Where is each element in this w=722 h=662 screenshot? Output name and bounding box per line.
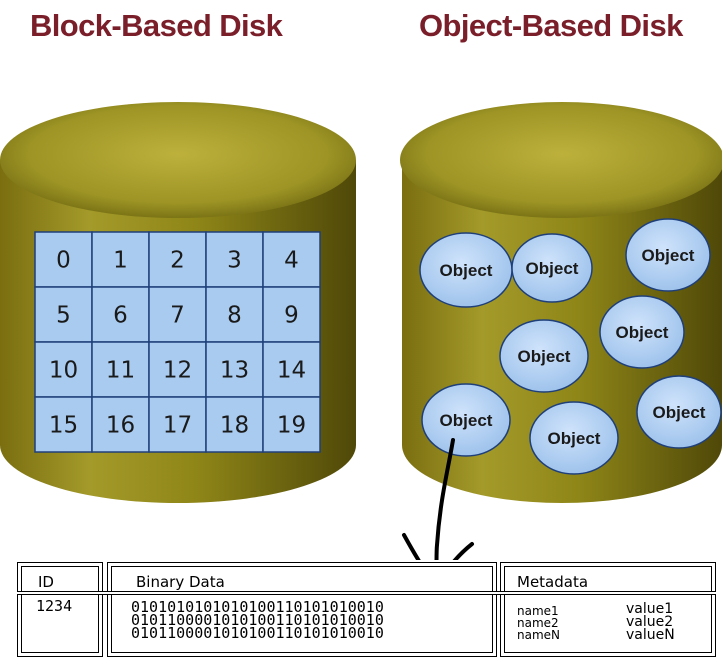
block-cell [148,286,207,343]
object-id-value: 1234 [36,597,73,615]
block-cell [91,396,150,453]
object-ellipse [421,383,511,457]
block-number: 8 [227,303,242,329]
object-label: Object [548,429,601,448]
block-number: 11 [106,358,135,384]
block-number: 2 [170,248,185,274]
table-row-divider [17,591,716,595]
metadata-name-1: name1 [517,604,559,618]
object-label: Object [616,323,669,342]
metadata-header: Metadata [517,573,589,591]
block-cell [34,396,93,453]
block-number: 17 [163,413,192,439]
block-number: 7 [170,303,185,329]
block-number: 18 [220,413,249,439]
object-ellipse [499,319,589,393]
block-cell [262,396,321,453]
object-label: Object [440,411,493,430]
block-cell [205,231,264,288]
block-cell [205,286,264,343]
object-label: Object [642,246,695,265]
block-cell [91,231,150,288]
object-ellipse [636,375,722,449]
block-number: 4 [284,248,299,274]
binary-data-column: Binary Data [107,562,497,657]
block-number: 15 [49,413,78,439]
binary-line-1: 0101010101010100110101010010 [131,598,384,616]
block-number: 14 [277,358,306,384]
block-number: 1 [113,248,128,274]
object-ellipse [625,218,711,292]
block-number: 5 [56,303,71,329]
block-cell [262,286,321,343]
object-label: Object [653,403,706,422]
block-number: 9 [284,303,299,329]
object-label: Object [518,347,571,366]
metadata-name-2: name2 [517,616,559,630]
block-cell [91,341,150,398]
block-cell [91,286,150,343]
binary-line-2: 0101100001010100110101010010 [131,611,384,629]
object-disk-title: Object-Based Disk [419,8,683,43]
id-column: ID [17,562,103,657]
block-disk-title: Block-Based Disk [30,8,283,43]
arrow-down-icon [402,438,474,560]
id-header: ID [38,573,54,591]
metadata-column: Metadata [500,562,716,657]
object-label: Object [440,261,493,280]
block-number: 3 [227,248,242,274]
object-label: Object [526,259,579,278]
binary-data-header: Binary Data [136,573,225,591]
block-cell [148,396,207,453]
metadata-value-2: value2 [626,614,674,630]
binary-line-3: 0101100001010100110101010010 [131,624,384,642]
block-number: 10 [49,358,78,384]
block-cell [205,396,264,453]
metadata-value-3: valueN [626,627,675,643]
object-ellipse [511,233,593,303]
block-number: 13 [220,358,249,384]
metadata-name-3: nameN [517,628,561,642]
block-cell [262,341,321,398]
object-ellipse [599,295,685,369]
block-number: 6 [113,303,128,329]
block-number: 16 [106,413,135,439]
block-number: 0 [56,248,71,274]
metadata-value-1: value1 [626,601,674,617]
block-number: 12 [163,358,192,384]
block-cell [34,231,93,288]
object-ellipse [529,401,619,475]
block-cell [262,231,321,288]
block-number: 19 [277,413,306,439]
